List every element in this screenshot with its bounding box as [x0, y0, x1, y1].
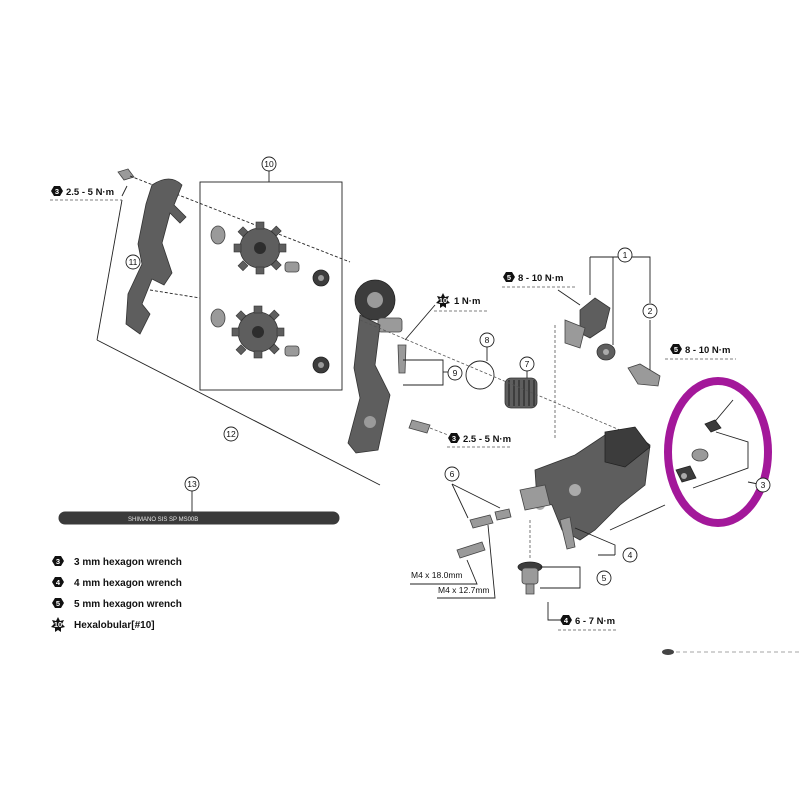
svg-text:3: 3: [56, 557, 60, 566]
svg-text:5: 5: [674, 345, 678, 354]
svg-text:4: 4: [564, 616, 569, 625]
callout-7: 7: [519, 356, 535, 372]
tension-spring: [504, 371, 538, 409]
legend-item-3: 3 3 mm hexagon wrench: [52, 556, 182, 568]
screw-short-label: M4 x 12.7mm: [438, 585, 490, 595]
torque-hexalobular: 10 1 N·m: [434, 293, 488, 312]
callout-5: 5: [596, 570, 612, 586]
callout-9: 9: [447, 365, 463, 381]
axle-nut: [517, 520, 581, 621]
torque-cage-bolt: 3 2.5 - 5 N·m: [429, 427, 512, 448]
svg-text:3: 3: [761, 480, 766, 490]
derailleur-body: [519, 426, 651, 541]
svg-text:Hexalobular[#10]: Hexalobular[#10]: [74, 620, 155, 631]
callout-11: 11: [125, 254, 141, 270]
svg-text:8 - 10 N·m: 8 - 10 N·m: [518, 273, 563, 284]
callout-2: 2: [642, 303, 658, 319]
svg-text:6: 6: [450, 469, 455, 479]
upper-pulley: [210, 221, 330, 287]
svg-text:2: 2: [648, 306, 653, 316]
svg-text:4 mm hexagon wrench: 4 mm hexagon wrench: [74, 578, 182, 589]
small-bolt-parts: [609, 399, 759, 531]
callout-6: 6: [444, 466, 460, 482]
legend-item-4: 4 4 mm hexagon wrench: [52, 577, 182, 589]
svg-text:4: 4: [628, 550, 633, 560]
torque-axle: 5 8 - 10 N·m: [665, 344, 736, 360]
svg-text:10: 10: [54, 620, 62, 629]
torque-mount: 4 6 - 7 N·m: [558, 615, 617, 631]
svg-text:8 - 10 N·m: 8 - 10 N·m: [685, 345, 730, 356]
svg-text:5: 5: [507, 273, 511, 282]
callout-1: 1: [617, 247, 633, 263]
svg-text:4: 4: [56, 578, 61, 587]
highlight-ring: [664, 377, 772, 527]
cable-print: SHIMANO SIS SP MS00B: [128, 517, 198, 523]
svg-text:6 - 7 N·m: 6 - 7 N·m: [575, 616, 615, 627]
svg-text:8: 8: [485, 335, 490, 345]
cable-clamp-ring: [465, 345, 495, 390]
svg-text:2.5 - 5 N·m: 2.5 - 5 N·m: [66, 187, 114, 198]
svg-text:1 N·m: 1 N·m: [454, 296, 480, 307]
svg-text:13: 13: [187, 479, 197, 489]
callout-4: 4: [622, 547, 638, 563]
mount-screws: [451, 483, 512, 559]
outer-cage-plate: [347, 279, 431, 454]
svg-text:12: 12: [226, 429, 236, 439]
callout-10: 10: [261, 156, 277, 182]
svg-text:5: 5: [602, 573, 607, 583]
hexalobular-bolt: [397, 304, 436, 374]
lower-pulley: [210, 305, 330, 374]
svg-text:3: 3: [55, 187, 59, 196]
svg-text:11: 11: [129, 257, 138, 267]
shift-cable: [58, 490, 340, 525]
svg-text:9: 9: [453, 368, 458, 378]
scroll-indicator: [662, 649, 800, 655]
legend: 3 3 mm hexagon wrench 4 4 mm hexagon wre…: [51, 556, 182, 632]
inner-cage-plate: [125, 178, 201, 335]
callout-8: 8: [479, 332, 495, 348]
screw-long-label: M4 x 18.0mm: [411, 570, 463, 580]
svg-text:3: 3: [452, 434, 456, 443]
svg-text:1: 1: [623, 250, 628, 260]
svg-text:2.5 - 5 N·m: 2.5 - 5 N·m: [463, 434, 511, 445]
stopper-bolt: [559, 516, 616, 556]
bracket-assembly: [554, 297, 661, 440]
torque-pulley-bolt: 3 2.5 - 5 N·m: [50, 186, 122, 201]
svg-text:5: 5: [56, 599, 60, 608]
torque-bracket: 5 8 - 10 N·m: [502, 272, 575, 288]
cage-bolt: [117, 168, 351, 263]
svg-text:3 mm hexagon wrench: 3 mm hexagon wrench: [74, 557, 182, 568]
legend-item-hexalobular: 10 Hexalobular[#10]: [51, 617, 155, 632]
callout-3: 3: [755, 477, 771, 493]
svg-text:7: 7: [525, 359, 530, 369]
pulley-set-box: [199, 181, 343, 391]
legend-item-5: 5 5 mm hexagon wrench: [52, 598, 182, 610]
svg-text:10: 10: [439, 296, 447, 305]
callout-12: 12: [223, 426, 239, 442]
svg-text:10: 10: [264, 159, 274, 169]
callout-13: 13: [184, 476, 200, 492]
svg-text:5 mm hexagon wrench: 5 mm hexagon wrench: [74, 599, 182, 610]
